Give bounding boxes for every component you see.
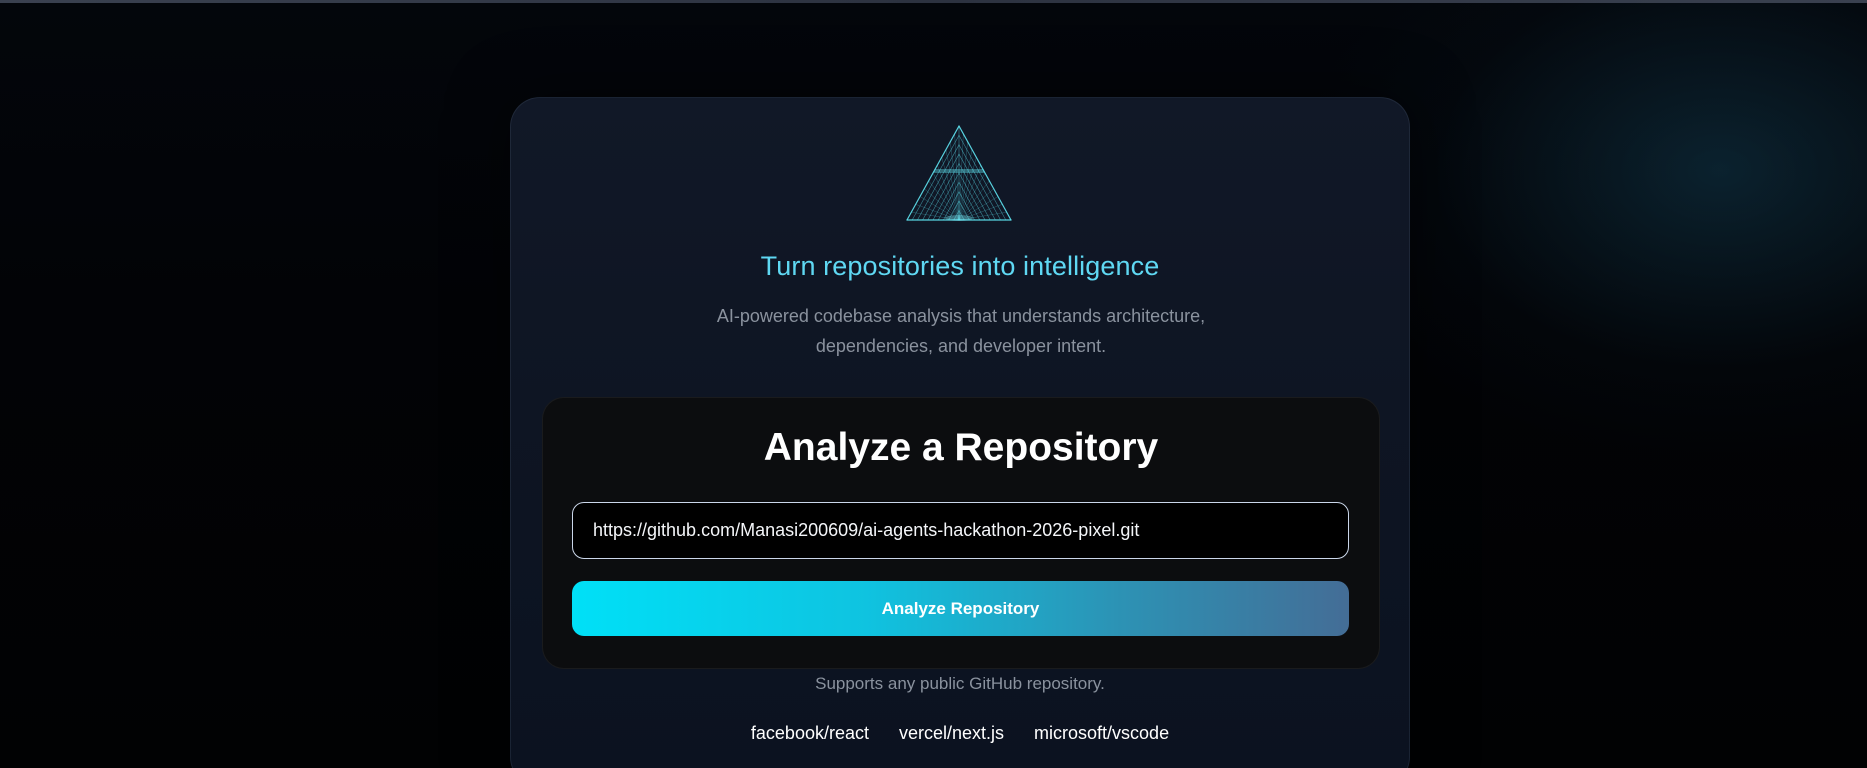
example-repo-vercel-nextjs[interactable]: vercel/next.js (898, 723, 1005, 743)
subtitle: AI-powered codebase analysis that unders… (716, 306, 1206, 356)
top-border (0, 0, 1867, 3)
tagline: Turn repositories into intelligence (760, 251, 1160, 281)
pyramid-logo-icon (906, 125, 1012, 221)
example-repo-facebook-react[interactable]: facebook/react (750, 723, 869, 743)
repo-url-input[interactable] (572, 502, 1349, 559)
example-repos: facebook/react vercel/next.js microsoft/… (511, 723, 1409, 744)
analyze-panel: Analyze a Repository Analyze Repository (542, 397, 1380, 669)
analyze-title: Analyze a Repository (763, 426, 1159, 469)
analyze-button[interactable]: Analyze Repository (572, 581, 1349, 636)
main-card: Turn repositories into intelligence AI-p… (510, 97, 1410, 768)
supports-text: Supports any public GitHub repository. (815, 674, 1105, 693)
example-repo-microsoft-vscode[interactable]: microsoft/vscode (1034, 723, 1170, 743)
